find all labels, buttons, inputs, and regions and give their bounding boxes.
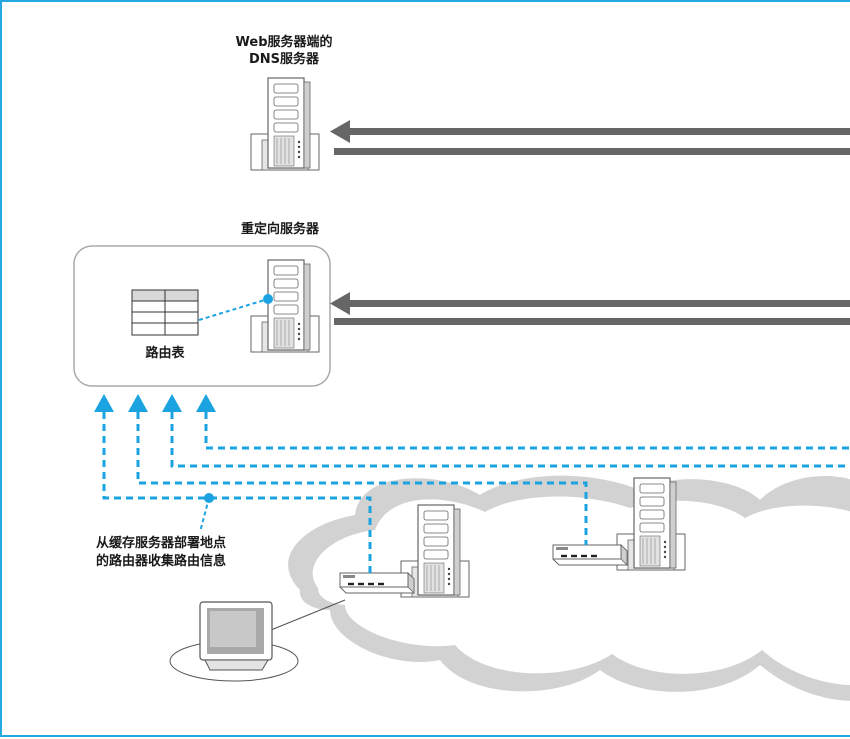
route-arrowheads xyxy=(94,394,216,412)
arrow-to-redirect xyxy=(330,292,850,315)
dns-server-label-2: DNS服务器 xyxy=(248,52,320,67)
routing-table-icon xyxy=(131,289,199,336)
arrow-from-redirect xyxy=(334,318,850,325)
collect-leader xyxy=(199,497,210,533)
arrow-from-dns xyxy=(334,148,850,155)
redirect-server-label: 重定向服务器 xyxy=(240,222,319,237)
route-collection-lines xyxy=(102,412,850,573)
monitor-icon xyxy=(199,601,273,671)
link-dot xyxy=(263,294,273,304)
dns-server-label-1: Web服务器端的 xyxy=(235,35,333,50)
collect-label-1: 从缓存服务器部署地点 xyxy=(96,536,227,551)
table-link xyxy=(198,298,269,321)
routing-table-label: 路由表 xyxy=(145,346,185,361)
collect-label-2: 的路由器收集路由信息 xyxy=(96,554,227,569)
arrow-to-dns xyxy=(330,120,850,143)
router-icon xyxy=(338,571,416,595)
server-icon xyxy=(250,77,320,171)
client-link xyxy=(265,599,346,633)
router-icon xyxy=(551,543,629,567)
